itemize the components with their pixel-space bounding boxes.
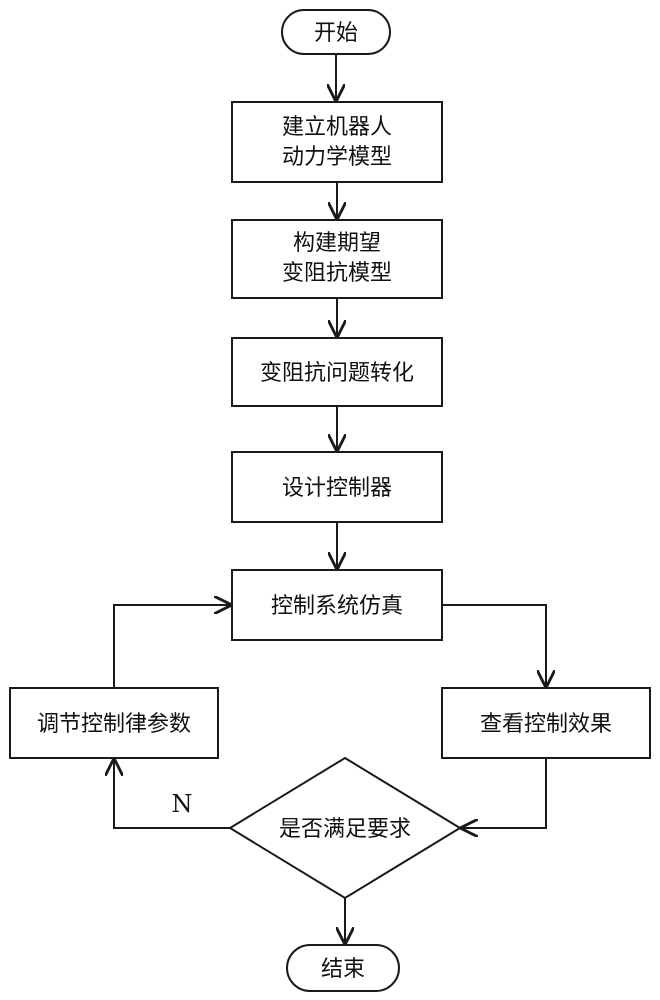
edge-adjust-to-step5 [113, 605, 230, 688]
start-node: 开始 [281, 9, 391, 55]
step-build-impedance-model-line2: 变阻抗模型 [282, 261, 392, 286]
end-node: 结束 [286, 944, 400, 992]
step-impedance-transform-label: 变阻抗问题转化 [260, 361, 414, 386]
step-control-simulation-label: 控制系统仿真 [271, 594, 403, 619]
step-adjust-params-label: 调节控制律参数 [37, 712, 191, 737]
step-adjust-params: 调节控制律参数 [9, 687, 219, 759]
edge-label-no: N [172, 790, 193, 818]
edge-check-to-decision [462, 758, 547, 828]
edge-decision-no-to-adjust [114, 760, 230, 829]
step-build-dynamics-model: 建立机器人 动力学模型 [231, 101, 443, 183]
decision-requirements-met-label: 是否满足要求 [279, 817, 411, 842]
edge-step5-to-check [442, 604, 546, 686]
start-label: 开始 [314, 21, 358, 46]
step-control-simulation: 控制系统仿真 [231, 569, 443, 641]
step-build-dynamics-model-line2: 动力学模型 [282, 145, 392, 170]
step-impedance-transform: 变阻抗问题转化 [231, 337, 443, 407]
step-build-impedance-model: 构建期望 变阻抗模型 [231, 219, 443, 299]
step-design-controller-label: 设计控制器 [282, 476, 392, 501]
step-check-result-label: 查看控制效果 [480, 712, 612, 737]
step-check-result: 查看控制效果 [441, 687, 651, 759]
decision-requirements-met: 是否满足要求 [228, 756, 462, 900]
step-build-impedance-model-line1: 构建期望 [293, 231, 381, 256]
step-design-controller: 设计控制器 [231, 451, 443, 523]
end-label: 结束 [321, 957, 365, 982]
step-build-dynamics-model-line1: 建立机器人 [282, 115, 392, 140]
